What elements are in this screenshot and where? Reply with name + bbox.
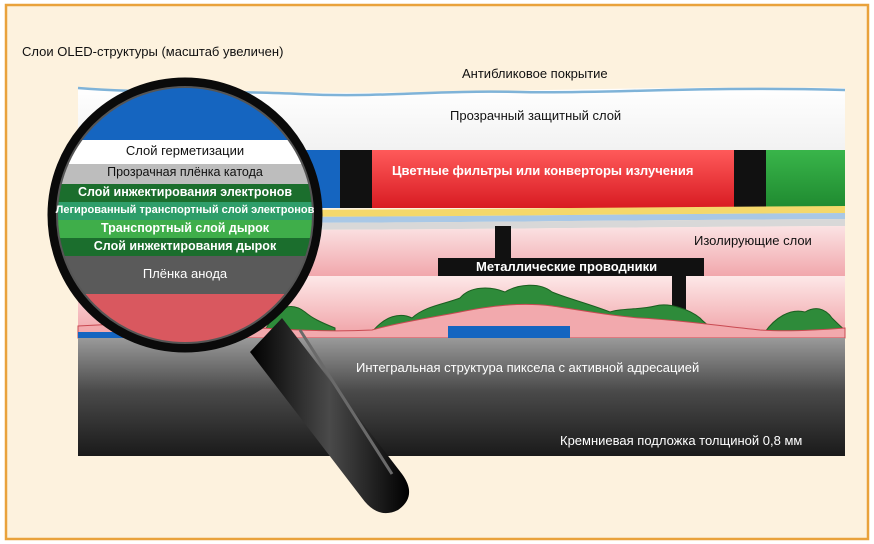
magnifier-handle (250, 318, 410, 514)
label-antiglare: Антибликовое покрытие (462, 66, 608, 81)
label-metal-conductors: Металлические проводники (476, 259, 658, 274)
filter-black-2 (340, 150, 372, 208)
label-insulating: Изолирующие слои (694, 233, 812, 248)
lens-label-hole-transport: Транспортный слой дырок (100, 221, 270, 235)
lens-label-doped-electron-transport: Легированный транспортный слой электроно… (55, 204, 315, 216)
label-substrate: Кремниевая подложка толщиной 0,8 мм (560, 433, 803, 448)
lens-label-cathode: Прозрачная плёнка катода (107, 165, 263, 179)
label-color-filters: Цветные фильтры или конверторы излучения (392, 163, 694, 178)
filter-red (372, 150, 734, 208)
diagram-title: Слои OLED-структуры (масштаб увеличен) (22, 44, 284, 59)
substrate (78, 338, 845, 456)
metal-conductor-bar (438, 258, 704, 276)
label-pixel-structure: Интегральная структура пиксела с активно… (356, 360, 700, 375)
lens-label-anode: Плёнка анода (142, 266, 228, 281)
blue-electrode-center (448, 326, 570, 338)
filter-green (766, 150, 845, 208)
magnifier-rim (47, 77, 323, 353)
metal-via-bottom (672, 276, 686, 310)
lens-label-electron-injection: Слой инжектирования электронов (77, 185, 293, 199)
metal-via-top (495, 226, 511, 260)
lens-label-hole-injection: Слой инжектирования дырок (93, 239, 277, 253)
label-protective: Прозрачный защитный слой (450, 108, 622, 123)
blue-electrode-left (78, 332, 123, 340)
lens-label-encapsulation: Слой герметизации (125, 143, 245, 158)
filter-black-3 (734, 150, 766, 208)
